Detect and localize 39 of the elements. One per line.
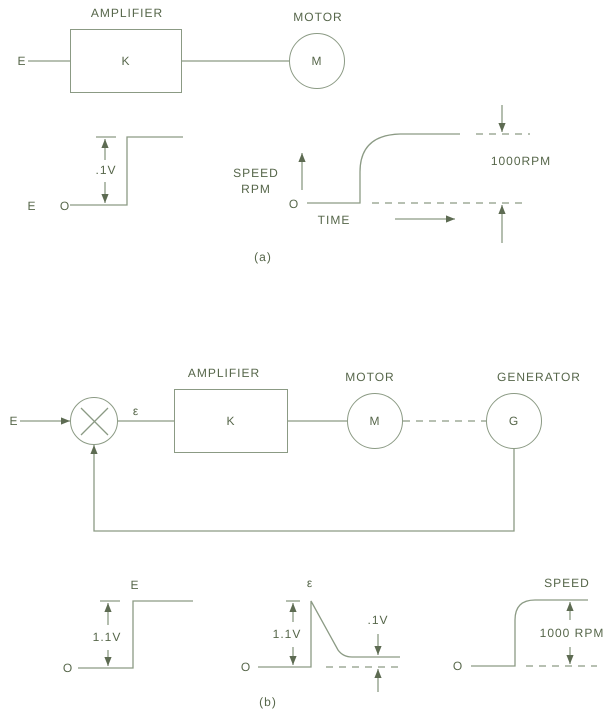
voltage-label: .1V [96,162,116,178]
block-label: GENERATOR [497,370,581,384]
block-label: AMPLIFIER [188,366,260,380]
voltage-label: 1.1V [272,626,302,642]
input-label: E [16,53,28,69]
block-symbol: M [312,54,322,68]
connector [182,60,289,62]
axis-origin: O [452,658,464,674]
connector [288,420,347,422]
block-symbol: G [508,414,520,428]
figure-caption: (a) [254,248,272,266]
connector [403,420,486,422]
summing-junction [70,397,118,445]
figure-caption: (b) [259,694,277,710]
block-label: MOTOR [345,370,395,384]
voltage-label: .1V [368,612,388,628]
block-symbol: K [226,414,236,428]
connector [90,445,515,532]
axis-label: SPEED RPM [232,164,280,198]
axis-origin: O [288,196,300,212]
axis-origin: O [60,198,70,214]
input-label: E [8,413,20,429]
connector [20,417,70,425]
dimension-label: 1000 RPM [540,624,604,642]
signal-label: E [28,198,36,214]
axis-label: TIME [318,212,350,228]
connector [118,420,174,422]
block-symbol: K [121,54,130,68]
axis-origin: O [240,658,252,676]
voltage-label: 1.1V [92,628,122,646]
block-label: AMPLIFIER [90,6,164,20]
signal-label: E [130,576,140,594]
block-label: MOTOR [293,10,343,24]
dimension-label: 1000RPM [490,152,552,170]
signal-label: ε [306,574,314,592]
signal-label: SPEED [544,574,590,592]
connector [28,60,70,62]
axis-origin: O [62,660,74,676]
block-symbol: M [370,414,380,428]
